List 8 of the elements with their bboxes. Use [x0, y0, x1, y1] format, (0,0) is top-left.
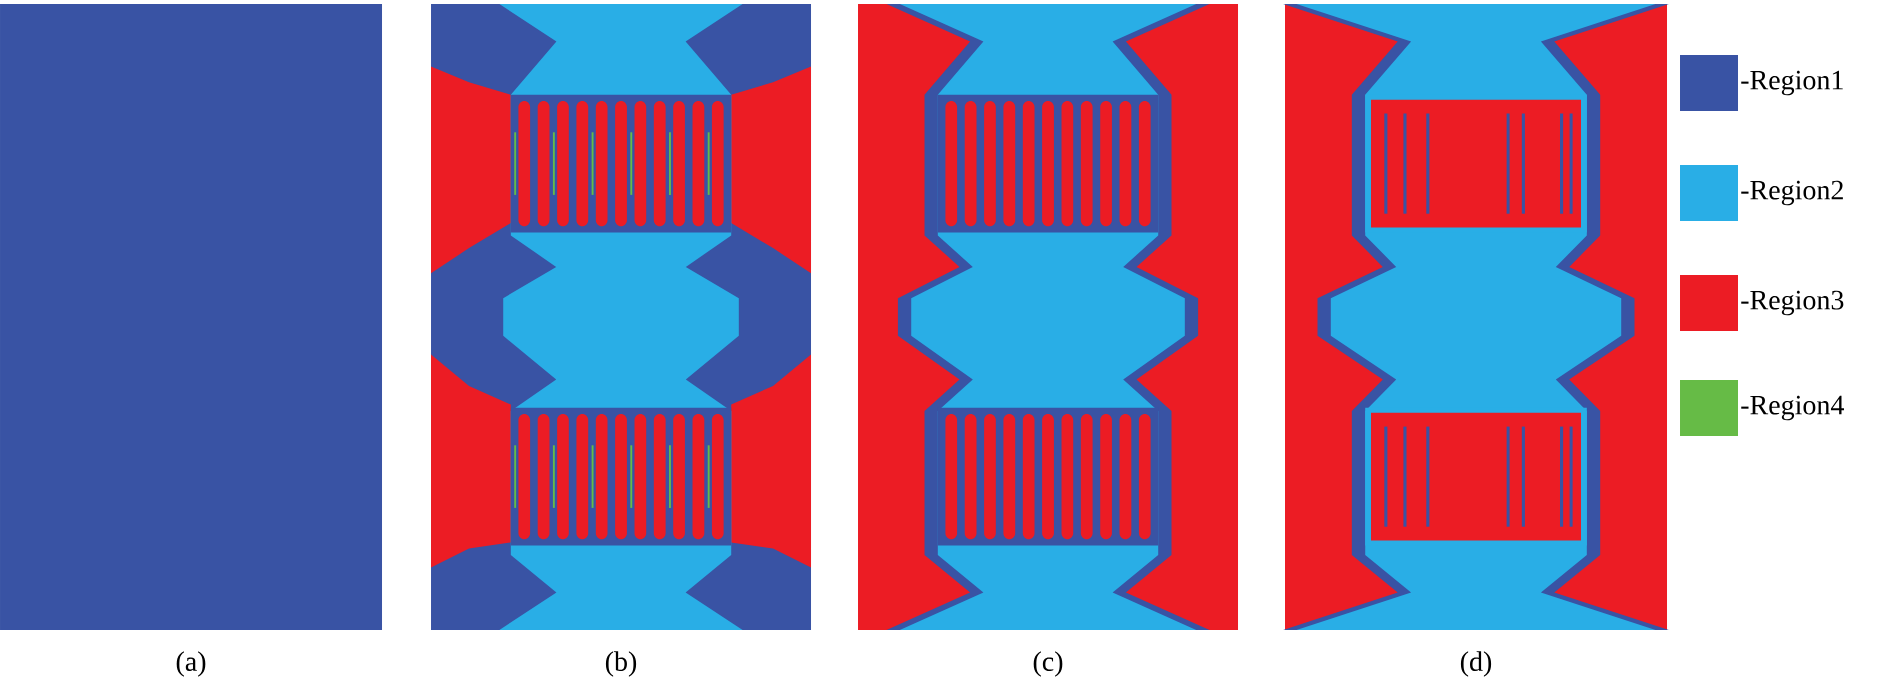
panel-label: (d)	[1460, 651, 1492, 677]
panel-label: (a)	[176, 651, 206, 677]
legend-label: -Region2	[1741, 180, 1843, 206]
panel-label: (c)	[1033, 651, 1063, 677]
legend-label: -Region4	[1741, 395, 1844, 421]
legend-label: -Region1	[1741, 70, 1843, 96]
panel-label: (b)	[605, 651, 637, 677]
legend-label: -Region3	[1741, 290, 1844, 316]
